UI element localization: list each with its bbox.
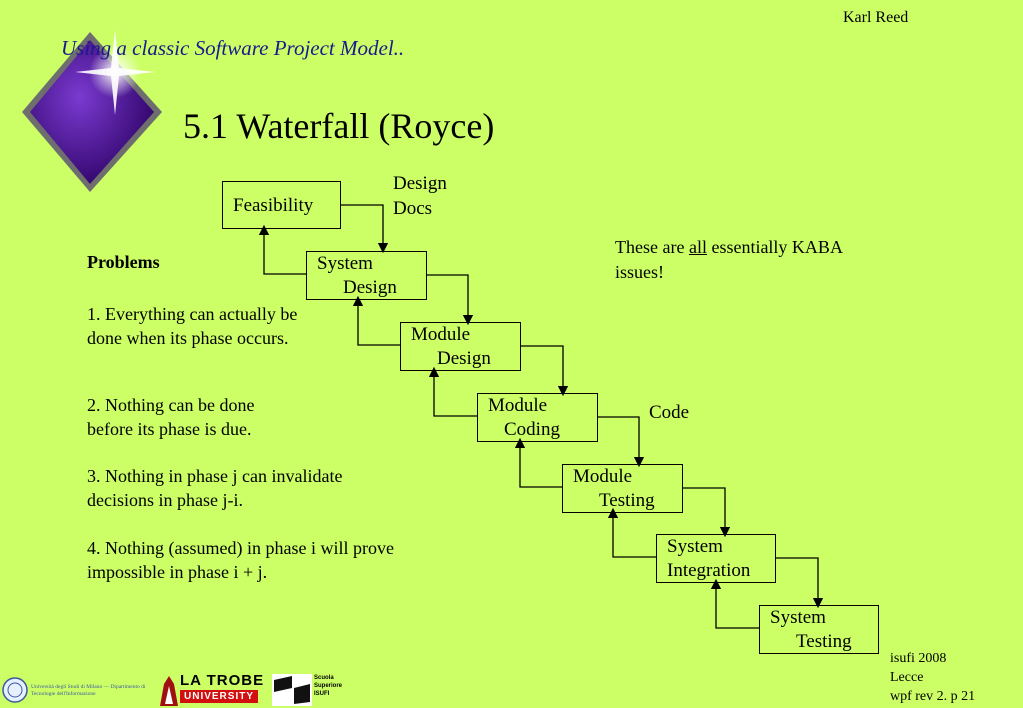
phase-box-module-testing: Module Testing	[562, 464, 683, 513]
institution-logos: Università degli Studi di Milano — Dipar…	[0, 672, 360, 708]
isufi-emblem-icon	[272, 674, 312, 706]
problem-item-2: 2. Nothing can be done before its phase …	[87, 395, 255, 439]
slide-footer: isufi 2008 Lecce wpf rev 2. p 21	[890, 651, 976, 704]
phase-box-module-design: Module Design	[400, 322, 521, 371]
milano-seal-icon	[2, 677, 28, 703]
diamond-star-decoration	[22, 30, 162, 192]
feedback-arrow-3	[428, 366, 477, 417]
forward-arrow-5	[682, 487, 731, 538]
feedback-arrow-1	[258, 224, 306, 275]
forward-arrow-2	[426, 274, 474, 326]
forward-arrow-1	[340, 204, 389, 254]
problem-item-4: 4. Nothing (assumed) in phase i will pro…	[87, 538, 394, 582]
code-label: Code	[649, 402, 690, 423]
feedback-arrow-4	[514, 437, 562, 488]
author-name: Karl Reed	[843, 9, 909, 26]
milano-logo: Università degli Studi di Milano — Dipar…	[0, 672, 155, 708]
phase-box-system-testing: System Testing	[759, 605, 879, 654]
problems-heading: Problems	[87, 252, 160, 272]
feedback-arrow-5	[607, 507, 656, 558]
problem-item-1: 1. Everything can actually be done when …	[87, 304, 298, 348]
forward-arrow-3	[520, 345, 569, 397]
slide-title: 5.1 Waterfall (Royce)	[183, 106, 495, 146]
feedback-arrow-2	[352, 295, 400, 346]
problem-item-3: 3. Nothing in phase j can invalidate dec…	[87, 466, 343, 510]
slide-subtitle: Using a classic Software Project Model..	[61, 36, 405, 60]
forward-arrow-6	[775, 557, 824, 609]
phase-box-system-design: System Design	[306, 251, 427, 300]
isufi-logo: Scuola Superiore ISUFI	[272, 674, 352, 708]
feedback-arrow-6	[710, 578, 759, 629]
phase-box-feasibility: Feasibility	[222, 181, 341, 229]
design-docs-label: Design Docs	[393, 173, 447, 219]
latrobe-emblem-icon	[160, 676, 178, 706]
phase-box-module-coding: Module Coding	[477, 393, 598, 442]
phase-box-system-integration: System Integration	[656, 534, 776, 583]
kaba-note: These are all essentially KABA issues!	[615, 237, 842, 282]
forward-arrow-4	[597, 416, 645, 468]
latrobe-logo: LA TROBE UNIVERSITY	[158, 672, 268, 708]
